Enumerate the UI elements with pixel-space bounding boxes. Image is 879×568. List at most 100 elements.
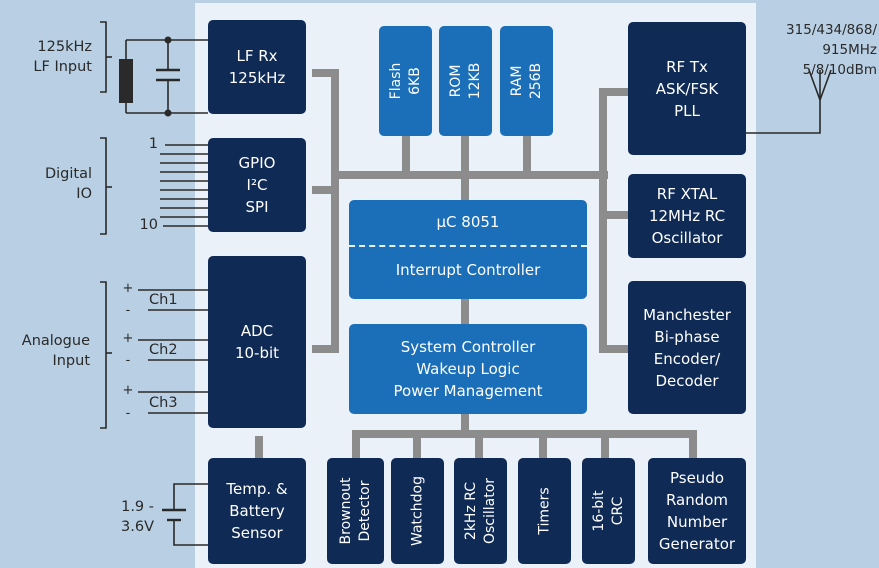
flash-label: Flash xyxy=(387,62,404,100)
ch3-label: Ch3 xyxy=(149,395,178,411)
lf-rx-freq: 125kHz xyxy=(228,69,286,87)
microcontroller-block: µC 8051 Interrupt Controller xyxy=(349,200,587,299)
ch3-minus-label: - xyxy=(125,406,131,421)
watchdog-block: Watchdog xyxy=(391,458,444,564)
digital-io-line-2: IO xyxy=(76,186,92,202)
temp-line-1: Temp. & xyxy=(226,480,288,498)
battery-voltage-label: 1.9 - 3.6V xyxy=(90,497,154,537)
system-controller-line-3: Power Management xyxy=(393,382,543,400)
ch3-plus-label: + xyxy=(122,383,134,398)
ch1-plus-label: + xyxy=(122,281,134,296)
analogue-input-label: Analogue Input xyxy=(4,331,90,371)
system-controller-block: System Controller Wakeup Logic Power Man… xyxy=(349,324,587,414)
junction-dot xyxy=(164,109,172,117)
flash-size: 6KB xyxy=(406,67,423,95)
crc-line-1: 16-bit xyxy=(590,490,607,532)
system-controller-line-1: System Controller xyxy=(400,338,536,356)
rf-tx-block: RF Tx ASK/FSK PLL xyxy=(628,22,746,155)
analogue-input-line-2: Input xyxy=(52,353,90,369)
rom-label: ROM xyxy=(447,64,464,98)
prng-line-3: Number xyxy=(666,513,728,531)
timers-block: Timers xyxy=(518,458,571,564)
ch2-label: Ch2 xyxy=(149,342,178,358)
rf-xtal-line-2: 12MHz RC xyxy=(648,207,726,225)
lf-input-line-1: 125kHz xyxy=(37,39,92,55)
interrupt-controller-label: Interrupt Controller xyxy=(395,261,541,279)
prng-line-4: Generator xyxy=(658,535,736,553)
temp-line-3: Sensor xyxy=(231,524,283,542)
rf-tx-title: RF Tx xyxy=(666,57,708,76)
io-pin-last-label: 10 xyxy=(139,217,158,233)
adc-title: ADC xyxy=(240,322,274,340)
lf-input-label: 125kHz LF Input xyxy=(20,37,92,77)
rom-size: 12KB xyxy=(466,62,483,100)
battery-circuit xyxy=(162,483,208,546)
rf-xtal-line-1: RF XTAL xyxy=(656,185,718,203)
rf-xtal-block: RF XTAL 12MHz RC Oscillator xyxy=(628,174,746,258)
dashed-divider xyxy=(349,245,587,247)
gpio-block: GPIO I²C SPI xyxy=(208,138,306,232)
spi-label: SPI xyxy=(245,198,269,216)
prng-line-1: Pseudo xyxy=(669,469,725,487)
prng-block: Pseudo Random Number Generator xyxy=(648,458,746,564)
antenna-icon xyxy=(746,69,832,134)
i2c-label: I²C xyxy=(246,176,268,194)
system-controller-line-2: Wakeup Logic xyxy=(416,360,520,378)
digital-io-line-1: Digital xyxy=(44,166,92,182)
ram-size: 256B xyxy=(527,62,544,100)
lf-input-circuit xyxy=(100,21,208,114)
rf-tx-pll: PLL xyxy=(674,101,700,120)
gpio-label: GPIO xyxy=(238,154,276,172)
uc-label: µC 8051 xyxy=(436,213,500,231)
ram-label: RAM xyxy=(508,65,525,97)
brownout-line-2: Detector xyxy=(356,480,373,542)
osc2khz-line-2: Oscillator xyxy=(481,477,498,545)
digital-io-lines xyxy=(100,137,208,235)
manchester-line-4: Decoder xyxy=(655,371,719,390)
junction-dot xyxy=(164,36,172,44)
lf-input-line-2: LF Input xyxy=(33,59,92,75)
ch1-label: Ch1 xyxy=(149,292,178,308)
rf-freq-line-1: 315/434/868/ xyxy=(786,22,877,38)
timers-label: Timers xyxy=(536,487,552,535)
internal-bus xyxy=(255,69,697,458)
rf-tx-modulation: ASK/FSK xyxy=(655,79,719,98)
rf-frequency-label: 315/434/868/ 915MHz 5/8/10dBm xyxy=(757,20,877,80)
analogue-input-line-1: Analogue xyxy=(21,333,90,349)
ch2-minus-label: - xyxy=(125,353,131,368)
battery-voltage-line-1: 1.9 - xyxy=(121,499,154,515)
ch2-plus-label: + xyxy=(122,331,134,346)
adc-resolution: 10-bit xyxy=(234,344,280,362)
adc-block: ADC 10-bit xyxy=(208,256,306,428)
lf-rx-title: LF Rx xyxy=(236,47,278,65)
brownout-line-1: Brownout xyxy=(337,477,354,545)
lf-rx-block: LF Rx 125kHz xyxy=(208,20,306,114)
crc-line-2: CRC xyxy=(609,496,626,526)
manchester-line-1: Manchester xyxy=(643,305,731,324)
manchester-line-3: Encoder/ xyxy=(653,349,721,368)
ch1-minus-label: - xyxy=(125,303,131,318)
coil-icon xyxy=(119,59,133,103)
temp-line-2: Battery xyxy=(229,502,285,520)
analogue-input-lines xyxy=(100,281,208,429)
rf-freq-line-3: 5/8/10dBm xyxy=(802,62,877,78)
prng-line-2: Random xyxy=(665,491,729,509)
temp-battery-sensor-block: Temp. & Battery Sensor xyxy=(208,458,306,564)
manchester-line-2: Bi-phase xyxy=(654,327,720,346)
watchdog-label: Watchdog xyxy=(409,476,425,546)
digital-io-label: Digital IO xyxy=(20,164,92,204)
manchester-codec-block: Manchester Bi-phase Encoder/ Decoder xyxy=(628,281,746,414)
osc2khz-line-1: 2kHz RC xyxy=(462,481,479,541)
io-pin-first-label: 1 xyxy=(148,136,158,152)
rf-freq-line-2: 915MHz xyxy=(822,42,877,58)
battery-voltage-line-2: 3.6V xyxy=(121,519,154,535)
rf-xtal-line-3: Oscillator xyxy=(651,229,723,247)
